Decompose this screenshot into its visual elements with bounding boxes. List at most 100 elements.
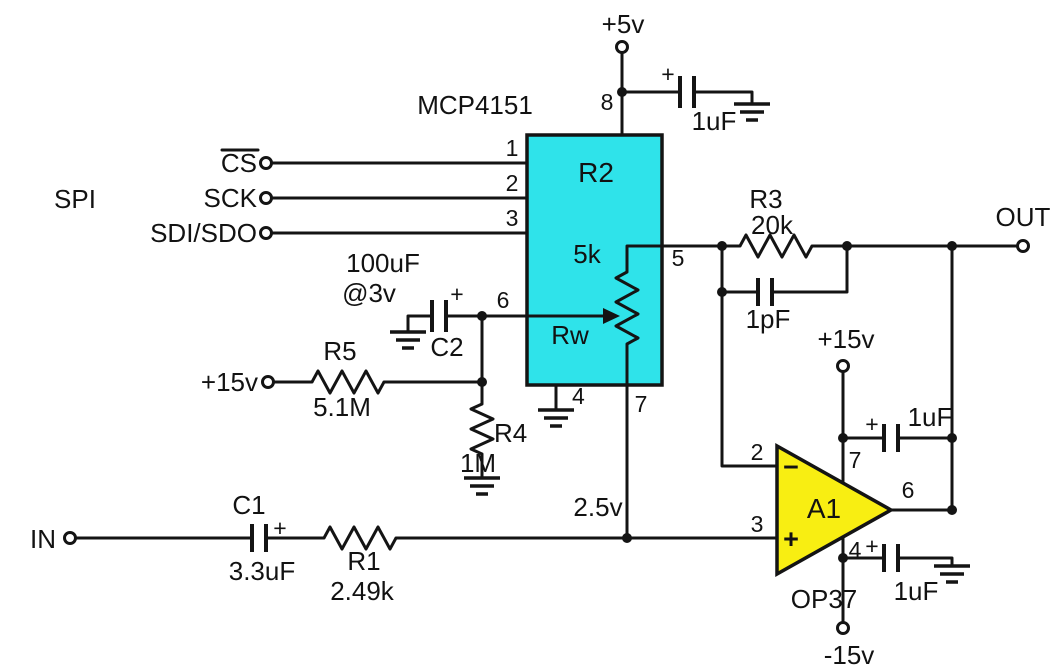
digipot-part-label: MCP4151 <box>417 90 533 120</box>
wires <box>74 51 1018 624</box>
r1-ref-label: R1 <box>347 546 380 576</box>
wire-1pF <box>720 244 849 294</box>
plus15-bias-label: +15v <box>201 367 258 397</box>
wiper-arrow-icon <box>603 308 620 324</box>
terminal-sdi-sdo <box>259 226 273 240</box>
sck-label: SCK <box>204 183 258 213</box>
c-vdd-value-label: 1uF <box>692 106 737 136</box>
c2-value-label: 100uF <box>346 248 420 278</box>
opamp-pin2-label: 2 <box>751 439 764 465</box>
resistors <box>310 233 814 551</box>
r5-value-label: 5.1M <box>313 392 371 422</box>
junction-dot <box>717 241 727 251</box>
wire-opamp-vplus <box>841 370 954 485</box>
in-label: IN <box>30 524 56 554</box>
terminal-plus5 <box>615 40 629 54</box>
c1-polarity-label: + <box>273 515 286 541</box>
resistor-r3 <box>738 233 814 259</box>
r1-value-label: 2.49k <box>330 576 395 606</box>
cap-c-vplus <box>882 424 900 452</box>
labels: +5v MCP4151 8 + 1uF SPI CS SCK SDI/SDO 1… <box>30 9 1051 669</box>
ground-icon-c2 <box>390 330 426 350</box>
digipot-pin6-label: 6 <box>497 287 510 313</box>
cap-c-vdd <box>678 76 696 108</box>
terminal-plus15-amp <box>836 359 850 373</box>
digipot-pin4-label: 4 <box>572 383 585 409</box>
terminal-plus15-bias <box>261 375 275 389</box>
r5-ref-label: R5 <box>323 336 356 366</box>
junction-dot <box>838 433 848 443</box>
wire-c2-gnd <box>406 314 434 334</box>
opamp-minus-label: − <box>783 452 799 482</box>
spi-bus-label: SPI <box>54 184 96 214</box>
digipot-pin7-label: 7 <box>635 391 648 417</box>
junction-dot <box>477 377 487 387</box>
r3-ref-label: R3 <box>749 184 782 214</box>
junction-dot <box>477 311 487 321</box>
cap-c1 <box>250 524 268 552</box>
cap-c2 <box>430 300 448 332</box>
ground-icon-chip-vss <box>538 408 574 428</box>
terminal-sck <box>259 191 273 205</box>
opamp-plus-label: + <box>783 524 799 554</box>
r4-ref-label: R4 <box>494 418 527 448</box>
c2-rating-label: @3v <box>342 278 396 308</box>
c-fb-value-label: 1pF <box>746 304 791 334</box>
terminal-cs <box>259 156 273 170</box>
c1-ref-label: C1 <box>232 490 265 520</box>
capacitors <box>250 76 900 572</box>
junction-dot <box>838 553 848 563</box>
opamp-ref-label: A1 <box>807 493 841 524</box>
cap-c-vminus <box>882 544 900 572</box>
opamp-pin3-label: 3 <box>751 511 764 537</box>
junction-dot <box>717 287 727 297</box>
sdi-sdo-label: SDI/SDO <box>150 218 257 248</box>
opamp-pin6-label: 6 <box>902 477 915 503</box>
grounds <box>390 102 970 584</box>
cap-c-fb <box>756 278 774 306</box>
plus15-amp-label: +15v <box>817 324 874 354</box>
digipot-pin3-label: 3 <box>506 205 519 231</box>
digipot-wiper-label: Rw <box>551 320 589 350</box>
bias-net-label: 2.5v <box>573 492 622 522</box>
terminal-in <box>63 531 77 545</box>
junction-dot <box>947 433 957 443</box>
c-vplus-polarity-label: + <box>865 411 878 437</box>
c2-polarity-label: + <box>450 281 463 307</box>
c-vminus-value-label: 1uF <box>894 576 939 606</box>
resistor-r4 <box>469 402 495 456</box>
digipot-pin1-label: 1 <box>506 135 519 161</box>
wire-inverting <box>720 290 779 468</box>
resistor-r5 <box>310 369 386 395</box>
junction-dot <box>947 505 957 515</box>
ground-icon-vminus-cap <box>934 564 970 584</box>
potentiometer-element <box>614 270 640 346</box>
ground-icon-r4 <box>464 476 500 496</box>
c-vminus-polarity-label: + <box>865 533 878 559</box>
digipot-pin5-label: 5 <box>672 245 685 271</box>
digipot-ref-label: R2 <box>578 157 614 188</box>
wire-opamp-vminus <box>841 535 954 624</box>
opamp-body <box>775 443 895 577</box>
terminals <box>63 40 1030 635</box>
minus15-label: -15v <box>824 640 875 669</box>
c1-value-label: 3.3uF <box>229 556 296 586</box>
junction-dot <box>617 87 627 97</box>
cs-label: CS <box>221 148 257 178</box>
opamp-part-label: OP37 <box>791 584 858 614</box>
junction-dot <box>622 533 632 543</box>
r3-value-label: 20k <box>751 210 794 240</box>
r4-value-label: 1M <box>460 448 496 478</box>
wire-pot-top <box>625 244 724 274</box>
plus5-label: +5v <box>602 9 645 39</box>
digipot-pin8-label: 8 <box>601 89 614 115</box>
opamp-pin7-label: 7 <box>849 447 862 473</box>
junctions <box>477 87 957 563</box>
terminal-minus15 <box>836 621 850 635</box>
out-label: OUT <box>996 202 1051 232</box>
c-vdd-polarity-label: + <box>661 61 674 87</box>
c-vplus-value-label: 1uF <box>908 402 953 432</box>
digipot-value-label: 5k <box>573 239 601 269</box>
